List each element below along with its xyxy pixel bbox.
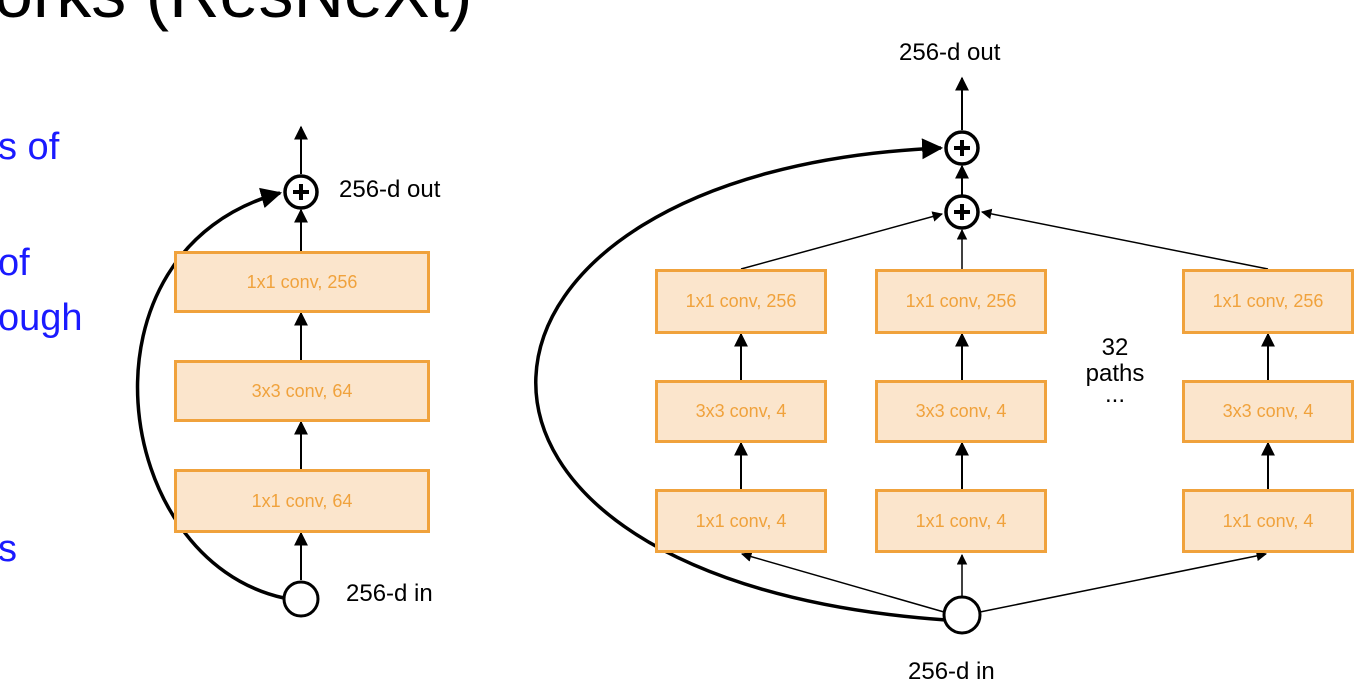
right-out-label: 256-d out [899, 39, 1001, 66]
right-inner-add-icon [944, 194, 980, 230]
right-input-node [942, 595, 982, 635]
right-col1-conv-3x3-4: 3x3 conv, 4 [655, 380, 827, 443]
paths-ellipsis: ... [1104, 380, 1125, 408]
right-col1-conv-1x1-4: 1x1 conv, 4 [655, 489, 827, 553]
right-col3-conv-1x1-256: 1x1 conv, 256 [1182, 269, 1354, 334]
right-col2-conv-1x1-4: 1x1 conv, 4 [875, 489, 1047, 553]
bullet-fragment-2: of [0, 242, 30, 284]
paths-label: 32 paths ... [1080, 334, 1150, 408]
left-skip-connection [135, 187, 285, 600]
right-col3-conv-1x1-4: 1x1 conv, 4 [1182, 489, 1354, 553]
right-col2-conv-3x3-4: 3x3 conv, 4 [875, 380, 1047, 443]
right-block-connectors [534, 76, 1275, 635]
right-skip-connection [534, 138, 947, 622]
bullet-fragment-4: s [0, 528, 17, 570]
right-arrow-in-to-col3 [979, 550, 1268, 613]
left-input-node [282, 580, 320, 618]
left-block-connectors [135, 125, 320, 618]
left-conv-1x1-64: 1x1 conv, 64 [174, 469, 430, 533]
right-col1-conv-1x1-256: 1x1 conv, 256 [655, 269, 827, 334]
left-out-label: 256-d out [339, 176, 441, 203]
slide-title: orks (ResNeXt) [0, 0, 472, 28]
paths-label-text: 32 paths [1085, 334, 1145, 388]
right-col3-conv-3x3-4: 3x3 conv, 4 [1182, 380, 1354, 443]
right-in-label: 256-d in [908, 658, 995, 685]
left-in-label: 256-d in [346, 580, 433, 607]
right-arrow-in-to-col1 [740, 551, 945, 613]
right-outer-add-icon [944, 130, 980, 166]
left-conv-3x3-64: 3x3 conv, 64 [174, 360, 430, 422]
right-merge-col1 [740, 211, 944, 270]
bullet-fragment-3: ough [0, 297, 83, 339]
right-col2-conv-1x1-256: 1x1 conv, 256 [875, 269, 1047, 334]
bullet-fragment-1: s of [0, 126, 60, 168]
right-merge-col3 [980, 208, 1269, 270]
left-add-icon [283, 174, 319, 210]
left-conv-1x1-256: 1x1 conv, 256 [174, 251, 430, 313]
